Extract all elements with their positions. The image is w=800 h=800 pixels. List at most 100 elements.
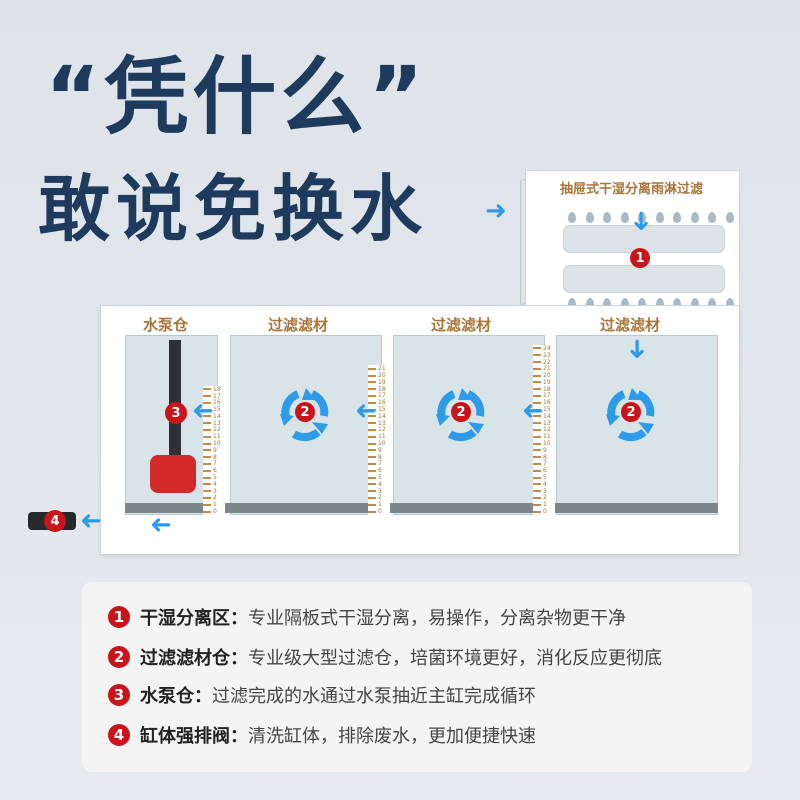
inflow-arrow-icon: ➜	[485, 196, 507, 226]
ruler-tick-label: 9	[543, 446, 547, 454]
ruler-tick-label: 20	[543, 372, 551, 380]
ruler-tick-label: 17	[543, 392, 551, 400]
ruler-tick: 17	[533, 392, 555, 400]
ruler-tick-label: 5	[213, 474, 217, 482]
ruler-tick: 15	[203, 406, 225, 413]
ruler-tick: 1	[368, 501, 390, 508]
drop-icon	[603, 298, 611, 309]
cycle-icon-2	[428, 380, 494, 450]
ruler-tick: 13	[368, 420, 390, 427]
ruler-tick-label: 15	[213, 406, 221, 414]
ruler-tick: 14	[533, 413, 555, 420]
marker-3: 3	[165, 402, 187, 424]
ruler-tick: 13	[533, 420, 555, 427]
ruler-tick: 2	[533, 494, 555, 502]
drop-icon	[568, 298, 576, 309]
ruler-tick: 6	[368, 467, 390, 474]
chamber-filter-2	[393, 335, 545, 515]
ruler-tick: 22	[533, 359, 555, 366]
ruler-tick: 10	[368, 440, 390, 447]
ruler-tick: 8	[368, 454, 390, 461]
tank-floor-pipe	[125, 503, 718, 513]
ruler-tick-label: 6	[213, 467, 217, 475]
chamber-filter-3	[556, 335, 718, 515]
marker-2: 2	[451, 402, 471, 422]
ruler-tick: 13	[203, 420, 225, 427]
ruler-tick-label: 12	[378, 426, 386, 434]
ruler-tick-label: 18	[213, 385, 221, 393]
drop-icon	[708, 212, 716, 223]
headline-line1: “凭什么”	[45, 48, 428, 146]
ruler-tick-label: 21	[543, 365, 551, 373]
ruler-tick: 3	[533, 488, 555, 495]
ruler-tick-label: 3	[543, 487, 547, 495]
marker-2: 2	[295, 402, 315, 422]
flow-arrow-icon: ➜	[522, 396, 544, 426]
ruler-tick: 8	[533, 454, 555, 461]
ruler-tick-label: 7	[378, 460, 382, 468]
ruler-tick: 3	[203, 488, 225, 495]
drop-icon	[673, 212, 681, 223]
ruler-tick-label: 21	[378, 365, 386, 373]
marker-2: 2	[621, 402, 641, 422]
ruler-tick-label: 8	[378, 453, 382, 461]
feature-card	[82, 582, 752, 772]
ruler-tick: 21	[533, 365, 555, 372]
ruler-tick-label: 10	[378, 440, 386, 448]
ruler-tick: 7	[368, 460, 390, 468]
ruler-tick-label: 0	[543, 508, 547, 516]
ruler-tick: 0	[368, 508, 390, 515]
ruler-tick-label: 3	[378, 487, 382, 495]
ruler-tick: 16	[533, 399, 555, 406]
drop-icon	[568, 212, 576, 223]
ruler-tick: 7	[533, 460, 555, 467]
ruler-tick: 4	[203, 481, 225, 488]
drawer-down-arrow-icon: ➜	[625, 210, 656, 232]
ruler-tick: 12	[203, 426, 225, 433]
ruler-tick: 4	[533, 481, 555, 488]
feature-number-badge: 2	[108, 646, 130, 668]
ruler-tick-label: 1	[543, 501, 547, 509]
marker-4: 4	[44, 510, 66, 532]
feature-title: 水泵仓：	[140, 686, 212, 707]
drop-icon	[585, 212, 594, 223]
ruler-tick-label: 15	[378, 406, 386, 414]
ruler-tick: 3	[368, 488, 390, 495]
ruler-tick-label: 12	[543, 426, 551, 434]
ruler-tick: 16	[368, 399, 390, 406]
cycle-icon-3	[598, 380, 664, 450]
ruler-tick-label: 14	[543, 412, 551, 420]
ruler-tick: 8	[203, 454, 225, 461]
ruler-tick-label: 7	[213, 460, 217, 468]
ruler-tick-label: 16	[213, 399, 221, 407]
ruler-tick-label: 6	[378, 467, 382, 475]
ruler-tick-label: 2	[378, 494, 382, 502]
drop-icon	[620, 298, 629, 309]
feature-desc: 专业级大型过滤仓，培菌环境更好，消化反应更彻底	[248, 648, 662, 669]
drawer-label: 抽屉式干湿分离雨淋过滤	[560, 182, 704, 197]
ruler-tick-label: 0	[213, 508, 217, 516]
ruler-tick-label: 13	[213, 419, 221, 427]
flow-arrow-icon: ➜	[150, 510, 172, 540]
ruler-tick-label: 2	[543, 494, 547, 502]
feature-title: 缸体强排阀：	[140, 726, 248, 747]
ruler-tick-label: 6	[543, 467, 547, 475]
ruler-tick: 10	[203, 440, 225, 447]
ruler-tick: 1	[203, 501, 225, 508]
ruler-tick: 16	[203, 399, 225, 406]
ruler-tick-label: 16	[543, 399, 551, 407]
feature-number-badge: 4	[108, 724, 130, 746]
drop-icon	[673, 298, 681, 309]
ruler-tick: 20	[533, 372, 555, 379]
ruler-tick-label: 19	[378, 378, 386, 386]
ruler-tick: 9	[203, 447, 225, 454]
ruler-tick-label: 9	[378, 446, 382, 454]
ruler-tick-label: 5	[378, 474, 382, 482]
ruler-tick: 19	[533, 379, 555, 386]
drop-icon	[638, 212, 646, 223]
headline-line2: 敢说免换水	[38, 167, 429, 251]
